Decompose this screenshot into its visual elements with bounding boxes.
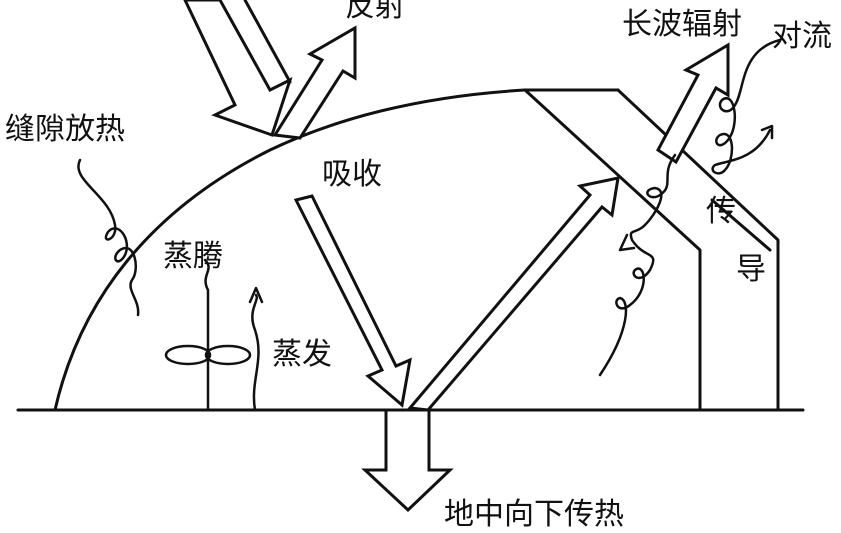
plant-leaf-right — [204, 344, 252, 366]
ground-heat-transfer-label: 地中向下传热 — [444, 497, 624, 532]
absorption-label: 吸收 — [322, 157, 382, 192]
conduction-label-1: 传 — [706, 194, 736, 229]
gap-heat-loss-label: 缝隙放热 — [5, 112, 125, 147]
plant-stem — [203, 258, 210, 412]
ground-reflection-arrow — [407, 176, 620, 412]
evaporation-arrowhead — [248, 286, 264, 304]
evaporation-label: 蒸发 — [272, 337, 332, 372]
transpiration-label: 蒸腾 — [163, 239, 223, 274]
inner-convection-squiggle — [598, 153, 677, 377]
conduction-label-2: 导 — [736, 252, 766, 287]
incoming-solar-arrow-2 — [243, 0, 292, 84]
reflection-arrow — [272, 25, 357, 140]
reflection-label: 反射 — [345, 0, 405, 24]
absorption-arrow — [293, 194, 412, 408]
evaporation-arrow — [251, 293, 260, 412]
greenhouse-dome — [53, 88, 620, 412]
longwave-radiation-arrow — [656, 42, 730, 165]
convection-arrowhead — [760, 124, 774, 140]
gap-heat-squiggle — [77, 158, 140, 317]
incoming-solar-arrow — [183, 0, 293, 137]
plant-leaf-left — [164, 344, 212, 366]
ground-heat-arrow — [361, 408, 454, 513]
longwave-radiation-label: 长波辐射 — [622, 7, 742, 42]
convection-squiggle — [711, 38, 782, 175]
convection-label: 对流 — [772, 19, 832, 54]
inner-convection-arrowhead — [618, 233, 636, 252]
